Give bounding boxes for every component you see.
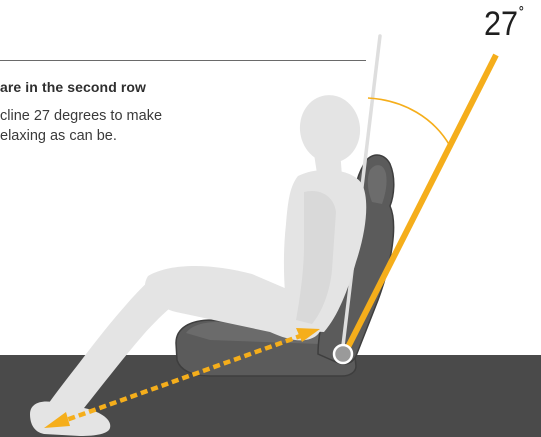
description-line-1: cline 27 degrees to make [0, 106, 240, 126]
divider-line [0, 60, 366, 61]
description-text: cline 27 degrees to make elaxing as can … [0, 106, 240, 146]
pivot-circle [334, 345, 352, 363]
recline-angle-arc [368, 98, 450, 146]
angle-value: 27 [484, 5, 518, 43]
seat-backrest-highlight [368, 165, 387, 204]
section-heading: are in the second row [0, 79, 146, 95]
degree-symbol: ˚ [519, 5, 524, 25]
recline-angle-label: 27˚ [484, 4, 523, 49]
description-line-2: elaxing as can be. [0, 126, 240, 146]
